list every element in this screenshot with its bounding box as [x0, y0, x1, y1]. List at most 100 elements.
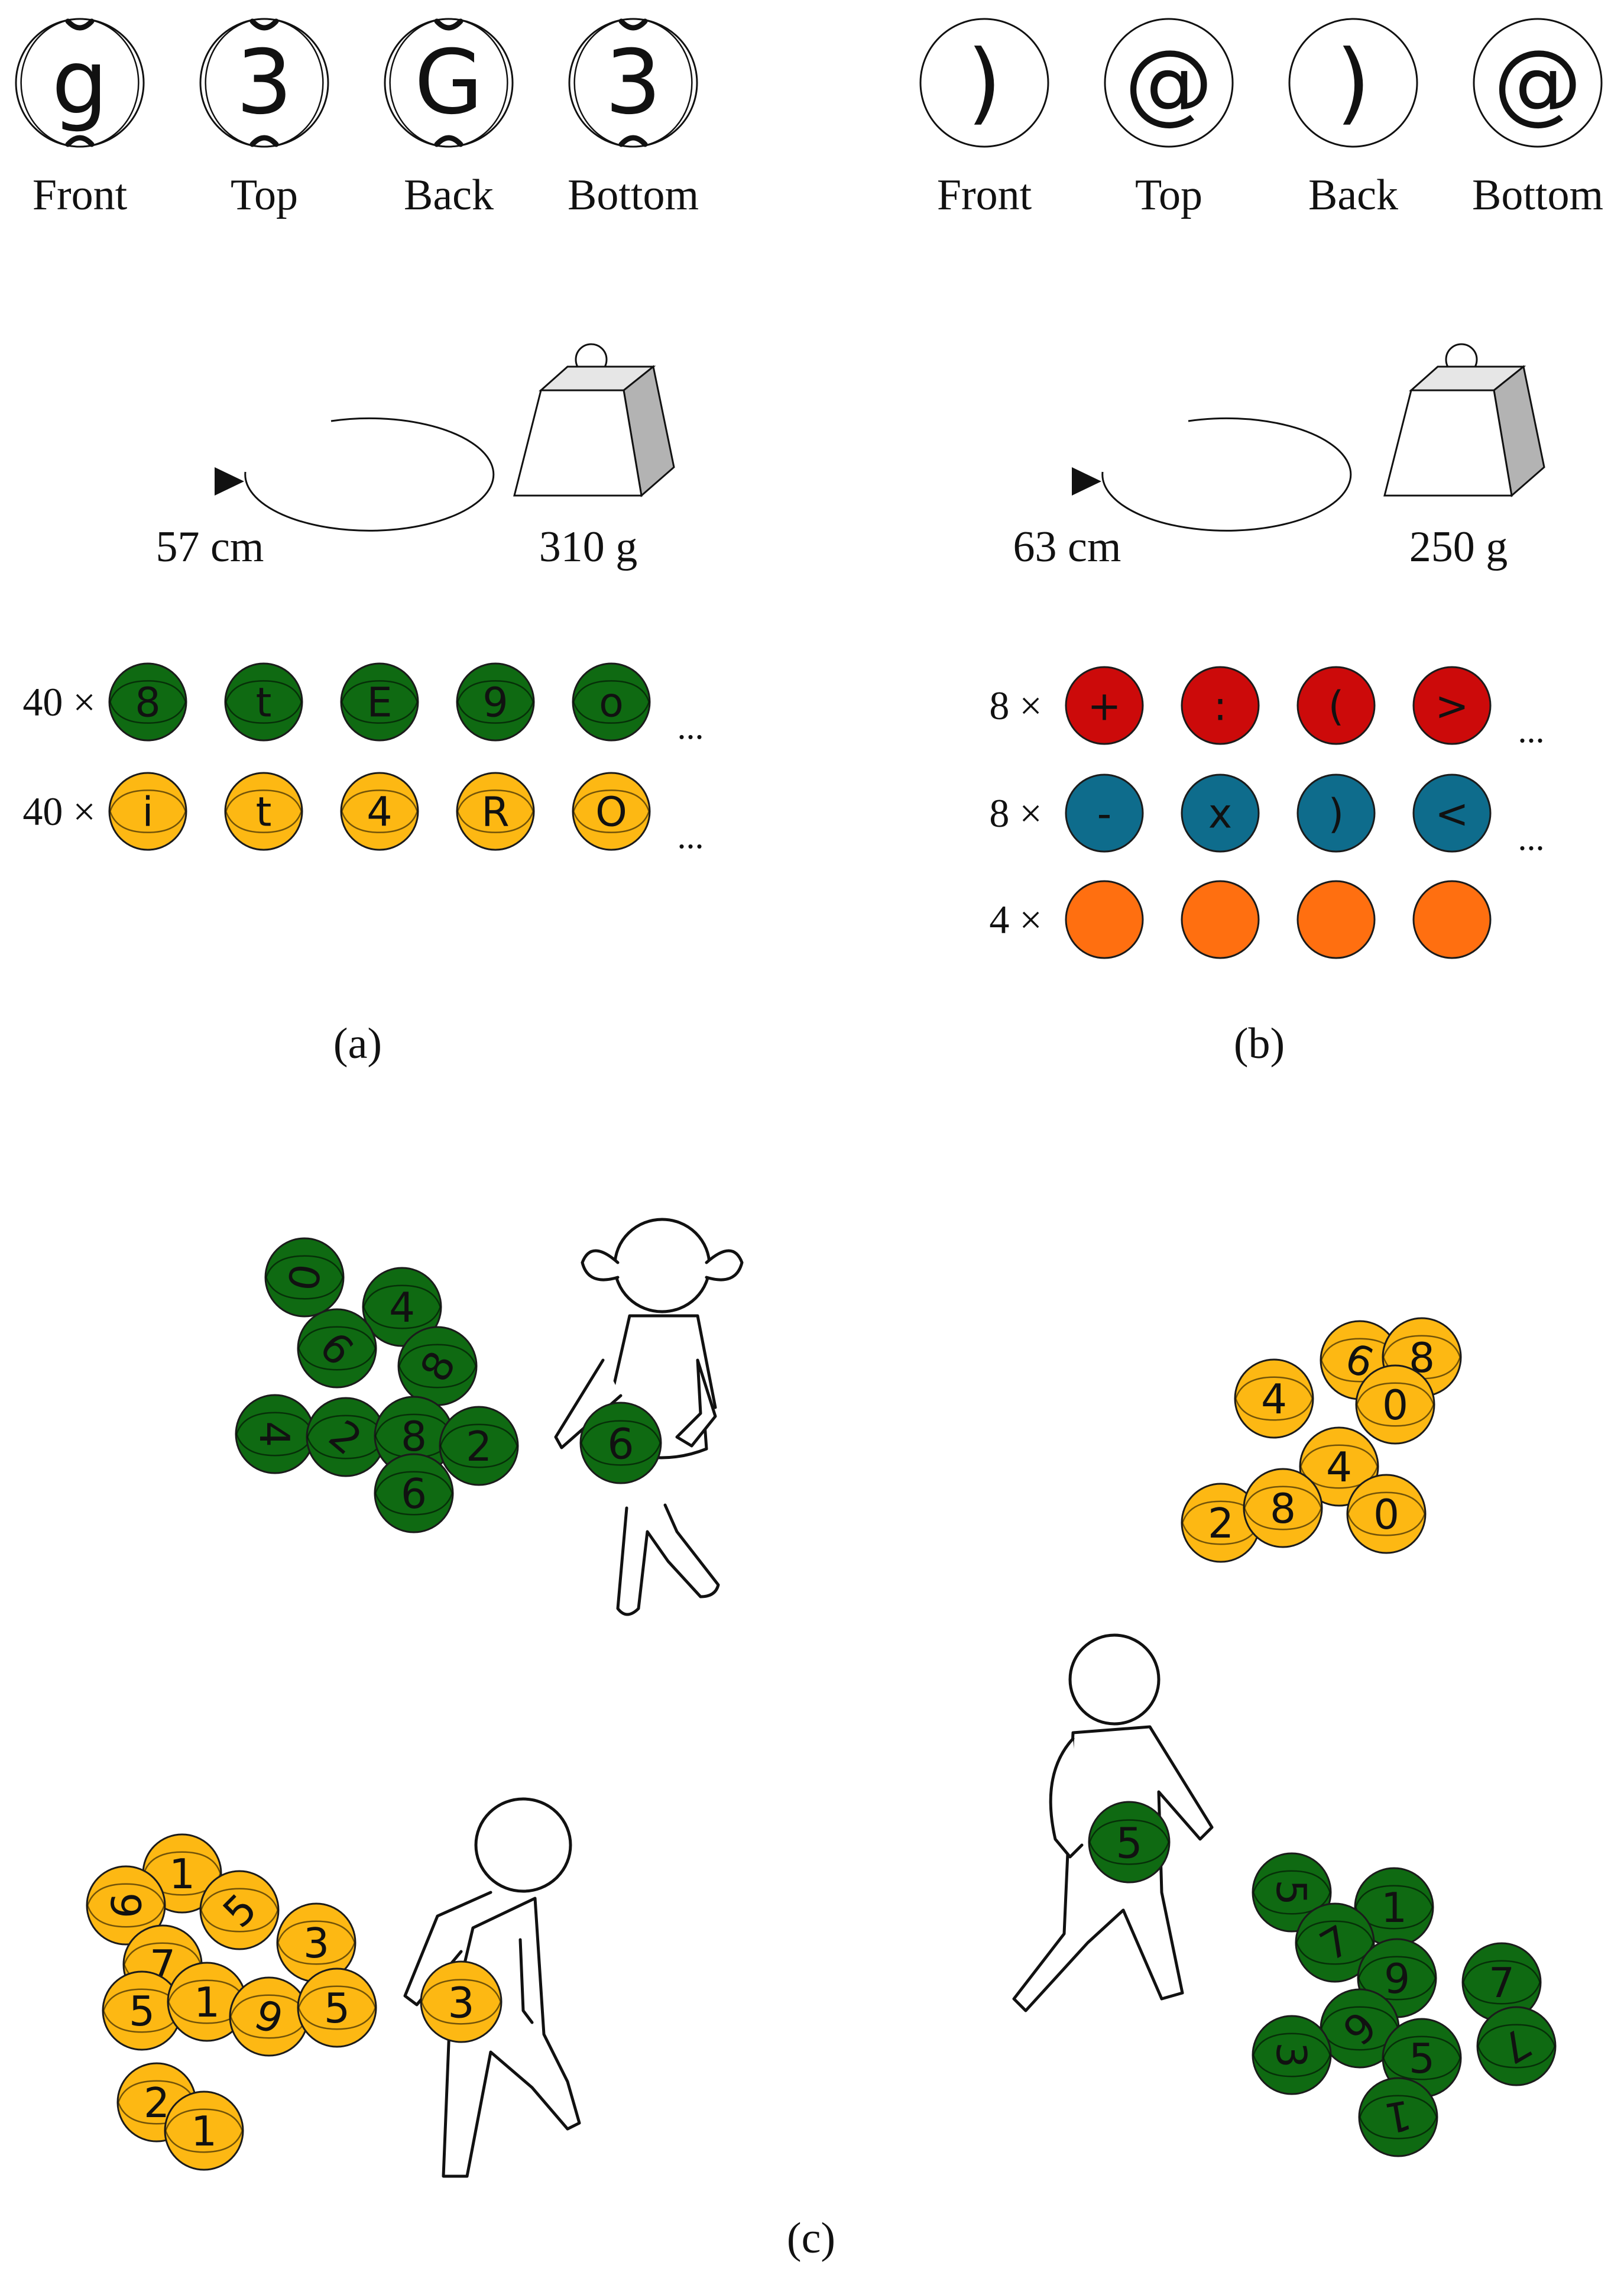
- inventory-ball: E: [340, 662, 419, 742]
- pile-ball-seam: [298, 1326, 376, 1371]
- pile-ball-body: [1358, 2077, 1438, 2157]
- inventory-ball: 4: [340, 772, 419, 851]
- pile-ball-glyph: 2: [144, 2080, 170, 2127]
- inventory-ball-glyph: +: [1087, 684, 1121, 730]
- boy-left-figure-outline: [518, 1938, 534, 2024]
- view-label: Front: [33, 171, 128, 219]
- pile-ball: 4: [1234, 1358, 1314, 1439]
- inventory-ball-body: [1296, 774, 1376, 853]
- inventory-ball: +: [1065, 666, 1144, 745]
- pile-ball-seam: [1347, 1491, 1425, 1536]
- girl-figure-outline: [581, 1249, 620, 1281]
- inventory-ball: [1065, 880, 1144, 959]
- inventory-ball-glyph: (: [1328, 684, 1344, 730]
- pile-ball-glyph: 9: [101, 1892, 148, 1918]
- panel-c-caption: (c): [787, 2214, 835, 2263]
- pile-ball-glyph: 0: [1373, 1491, 1399, 1539]
- inventory-ball-glyph: o: [599, 680, 624, 727]
- boy-left-held-ball-body: [420, 1960, 503, 2043]
- pile-ball-glyph: 3: [1267, 2042, 1314, 2068]
- pile-ball: 1: [1358, 2077, 1438, 2157]
- pile-ball-glyph: 8: [401, 1413, 427, 1461]
- inventory-ball: <: [1412, 774, 1492, 853]
- inventory-ball: (: [1296, 666, 1376, 745]
- pile-ball-seam: [1253, 2033, 1331, 2077]
- view-ball-edge-glyph: [249, 18, 279, 147]
- view-ball-outline: [1104, 18, 1234, 148]
- inventory-ball-body: [340, 662, 419, 742]
- girl-figure-outline: [613, 1218, 711, 1313]
- inventory-ball-body: [1181, 666, 1260, 745]
- pile-ball-body: [1243, 1468, 1323, 1548]
- inventory-ball-seam: [225, 789, 302, 833]
- pile-ball: 8: [1243, 1468, 1323, 1548]
- row-ellipsis: ...: [1518, 711, 1545, 750]
- circumference-loop-icon: [244, 417, 495, 532]
- view-ball-outline: [1473, 18, 1603, 148]
- pile-ball-body: [1252, 2015, 1332, 2095]
- inventory-ball: [1181, 880, 1260, 959]
- pile-ball-seam: [1477, 2024, 1555, 2069]
- pile-ball-glyph: 1: [169, 1851, 195, 1898]
- pile-ball-seam: [1463, 1960, 1541, 2005]
- pile-ball-body: [199, 1870, 280, 1950]
- inventory-ball: i: [108, 772, 187, 851]
- pile-ball: 1: [1354, 1867, 1434, 1947]
- inventory-ball-glyph: 9: [482, 680, 508, 727]
- inventory-ball-body: [224, 662, 303, 742]
- inventory-ball-seam: [109, 789, 186, 833]
- inventory-ball-glyph: <: [1435, 791, 1469, 838]
- view-glyph: 3: [236, 31, 292, 134]
- girl-figure-outline: [675, 1358, 717, 1448]
- panel_b-view-top: @Top: [1104, 18, 1234, 219]
- row-ellipsis: ...: [1518, 818, 1545, 857]
- inventory-ball: t: [224, 662, 303, 742]
- pile-ball-glyph: 9: [1384, 1956, 1410, 2003]
- view-label: Back: [404, 171, 494, 219]
- inventory-ball-body: [572, 662, 651, 742]
- inventory-ball-glyph: E: [367, 680, 392, 727]
- inventory-ball: o: [572, 662, 651, 742]
- inventory-ball-glyph: ): [1328, 791, 1344, 838]
- weight-value: 250 g: [1409, 523, 1508, 571]
- pile-ball: 2: [1181, 1483, 1261, 1563]
- view-glyph: @: [1493, 31, 1582, 134]
- pile-ball-body: [439, 1406, 519, 1486]
- pile-ball: 1: [164, 2090, 244, 2171]
- view-glyph: @: [1124, 31, 1213, 134]
- inventory-ball-body: [340, 772, 419, 851]
- panel_a-view-back: G Back: [384, 18, 514, 219]
- pile-ball-seam: [1235, 1376, 1313, 1421]
- pile-ball: 3: [1252, 2015, 1332, 2095]
- view-glyph: G: [414, 31, 483, 134]
- pile-ball-seam: [298, 1985, 376, 2030]
- pile-ball-body: [1355, 1364, 1435, 1445]
- inventory-ball-seam: [225, 680, 302, 724]
- inventory-ball-body: [108, 662, 187, 742]
- boy-right-held-ball-body: [1088, 1801, 1171, 1884]
- pile-ball-glyph: 5: [1409, 2035, 1435, 2083]
- pile-ball-glyph: 4: [250, 1421, 297, 1447]
- view-ball-seam: [20, 18, 140, 148]
- view-ball-edge-glyph: [618, 18, 648, 147]
- pile-ball: 5: [297, 1967, 377, 2048]
- inventory-ball-glyph: R: [481, 789, 509, 836]
- pile-ball-seam: [277, 1920, 355, 1965]
- row-count: 4 ×: [989, 897, 1042, 942]
- pile-ball-glyph: 4: [389, 1284, 415, 1332]
- view-ball-edge-glyph: [434, 18, 463, 147]
- inventory-ball-body: [1412, 666, 1492, 745]
- view-ball-outline: [919, 18, 1049, 148]
- pile-ball-seam: [375, 1471, 453, 1516]
- circumference-value: 63 cm: [1013, 523, 1121, 571]
- pile-ball-body: [1295, 1902, 1375, 1983]
- view-label: Bottom: [568, 171, 699, 219]
- pile-ball: 2: [306, 1397, 386, 1477]
- panel-caption: (c): [787, 2214, 835, 2263]
